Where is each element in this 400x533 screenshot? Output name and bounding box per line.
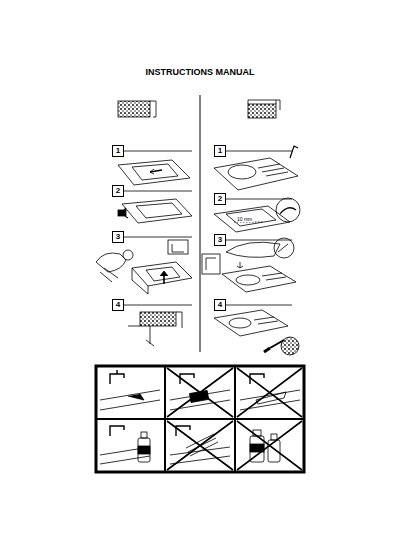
step-number-box: 4 [112,299,124,311]
step-number: 4 [116,301,120,309]
step-number: 3 [218,236,222,244]
step-number-box: 1 [214,145,226,157]
dimension-label: 10 mm [236,217,253,222]
step-number-box: 3 [214,234,226,246]
step-number: 1 [218,147,222,155]
step-number-box: 3 [112,231,124,243]
step-number: 2 [218,195,222,203]
step-number: 1 [116,147,120,155]
step-number-box: 2 [214,193,226,205]
step-number: 2 [116,187,120,195]
step-number-box: 2 [112,185,124,197]
title-text: INSTRUCTIONS MANUAL [146,67,255,77]
step-number: 4 [218,301,222,309]
manual-title: INSTRUCTIONS MANUAL [0,67,400,77]
step-number: 3 [116,233,120,241]
step-number-box: 1 [112,145,124,157]
step-number-box: 4 [214,299,226,311]
